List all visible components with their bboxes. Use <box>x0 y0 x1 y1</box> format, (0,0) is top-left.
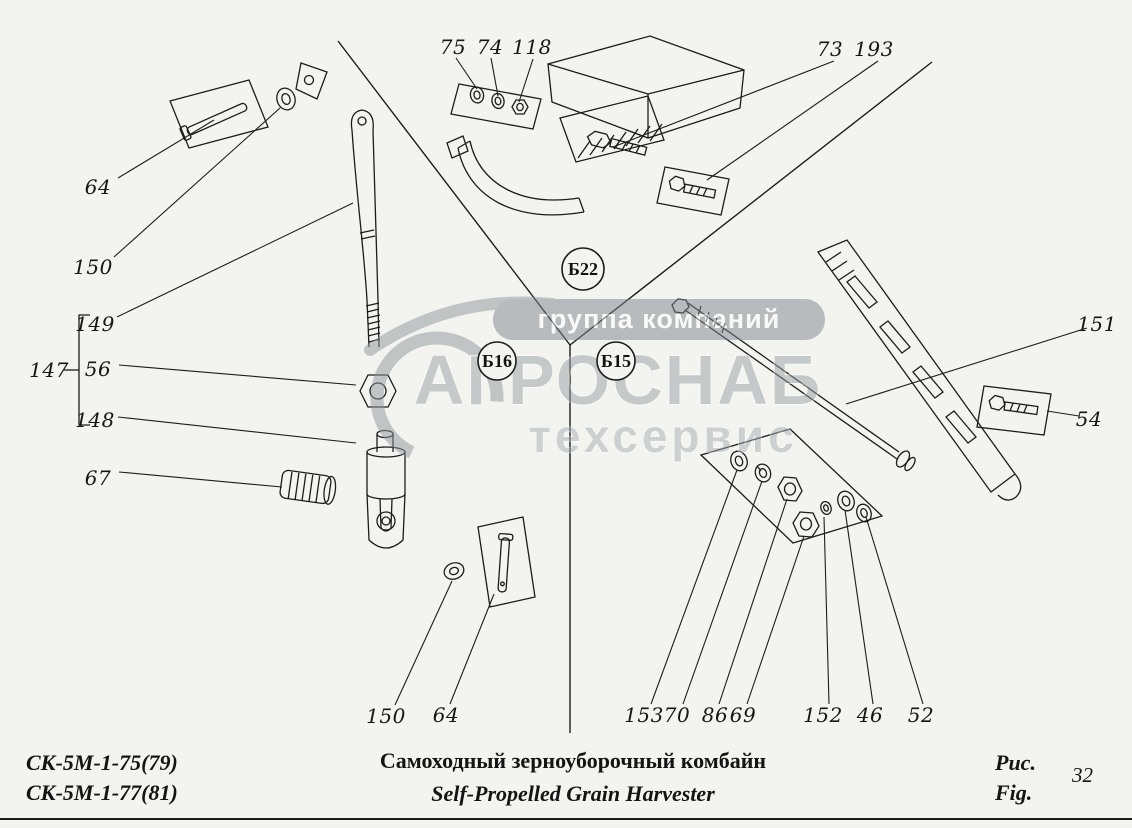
part-label-75: 75 <box>439 35 467 59</box>
watermark-text-service: техсервис <box>528 410 797 462</box>
assembly-right <box>671 239 1052 544</box>
part-label-151: 151 <box>1077 312 1117 336</box>
part-label-74: 74 <box>476 35 504 59</box>
watermark-orbit <box>370 331 504 465</box>
part-pin-plate-top <box>169 62 328 149</box>
model-line-2: СК-5М-1-77(81) <box>26 780 178 805</box>
part-label-150-bottom: 150 <box>366 704 406 728</box>
callout-circles: Б22 Б16 Б15 <box>477 247 636 381</box>
bracket-147 <box>64 314 90 426</box>
callout-circle-b22 <box>561 247 605 291</box>
figure-title-en: Self-Propelled Grain Harvester <box>431 781 715 806</box>
callout-circle-b16 <box>477 341 517 381</box>
part-label-70: 70 <box>663 703 691 727</box>
part-label-69: 69 <box>729 703 757 727</box>
part-label-86: 86 <box>701 703 729 727</box>
figure-title: Самоходный зерноуборочный комбайн Self-P… <box>286 748 860 807</box>
section-divider-lines <box>337 40 933 733</box>
figure-number: 32 <box>1072 763 1093 787</box>
watermark-band <box>493 299 825 340</box>
part-label-152: 152 <box>803 703 843 727</box>
figure-word-en: Fig. <box>995 780 1033 805</box>
figure-title-ru: Самоходный зерноуборочный комбайн <box>379 748 767 773</box>
callout-circle-b15 <box>596 341 636 381</box>
footer-rule <box>0 818 1132 820</box>
callout-label-b15: Б15 <box>601 351 631 371</box>
part-label-56: 56 <box>84 357 112 381</box>
part-label-149: 149 <box>75 312 115 336</box>
part-label-193: 193 <box>854 37 894 61</box>
callout-label-b22: Б22 <box>568 259 598 279</box>
model-codes: СК-5М-1-75(79) СК-5М-1-77(81) <box>26 748 178 808</box>
model-line-1: СК-5М-1-75(79) <box>26 750 178 775</box>
part-label-147: 147 <box>29 358 69 382</box>
part-label-148: 148 <box>75 408 115 432</box>
part-label-64-top: 64 <box>84 175 112 199</box>
part-rod-assembly <box>279 109 536 608</box>
part-label-46: 46 <box>856 703 884 727</box>
part-label-73: 73 <box>816 37 844 61</box>
figure-word-block: Рис. Fig. <box>995 748 1036 808</box>
part-label-54: 54 <box>1075 407 1103 431</box>
part-label-67: 67 <box>84 466 112 490</box>
watermark-text-group: группа компаний <box>538 304 781 334</box>
part-label-52: 52 <box>907 703 935 727</box>
part-label-153: 153 <box>624 703 664 727</box>
part-label-150-top: 150 <box>73 255 113 279</box>
leader-lines <box>113 57 1088 706</box>
figure-word-ru: Рис. <box>995 750 1036 775</box>
assembly-clamp-top <box>446 35 745 216</box>
part-label-118: 118 <box>512 35 552 59</box>
callout-label-b16: Б16 <box>482 351 512 371</box>
part-label-64-bottom: 64 <box>432 703 460 727</box>
